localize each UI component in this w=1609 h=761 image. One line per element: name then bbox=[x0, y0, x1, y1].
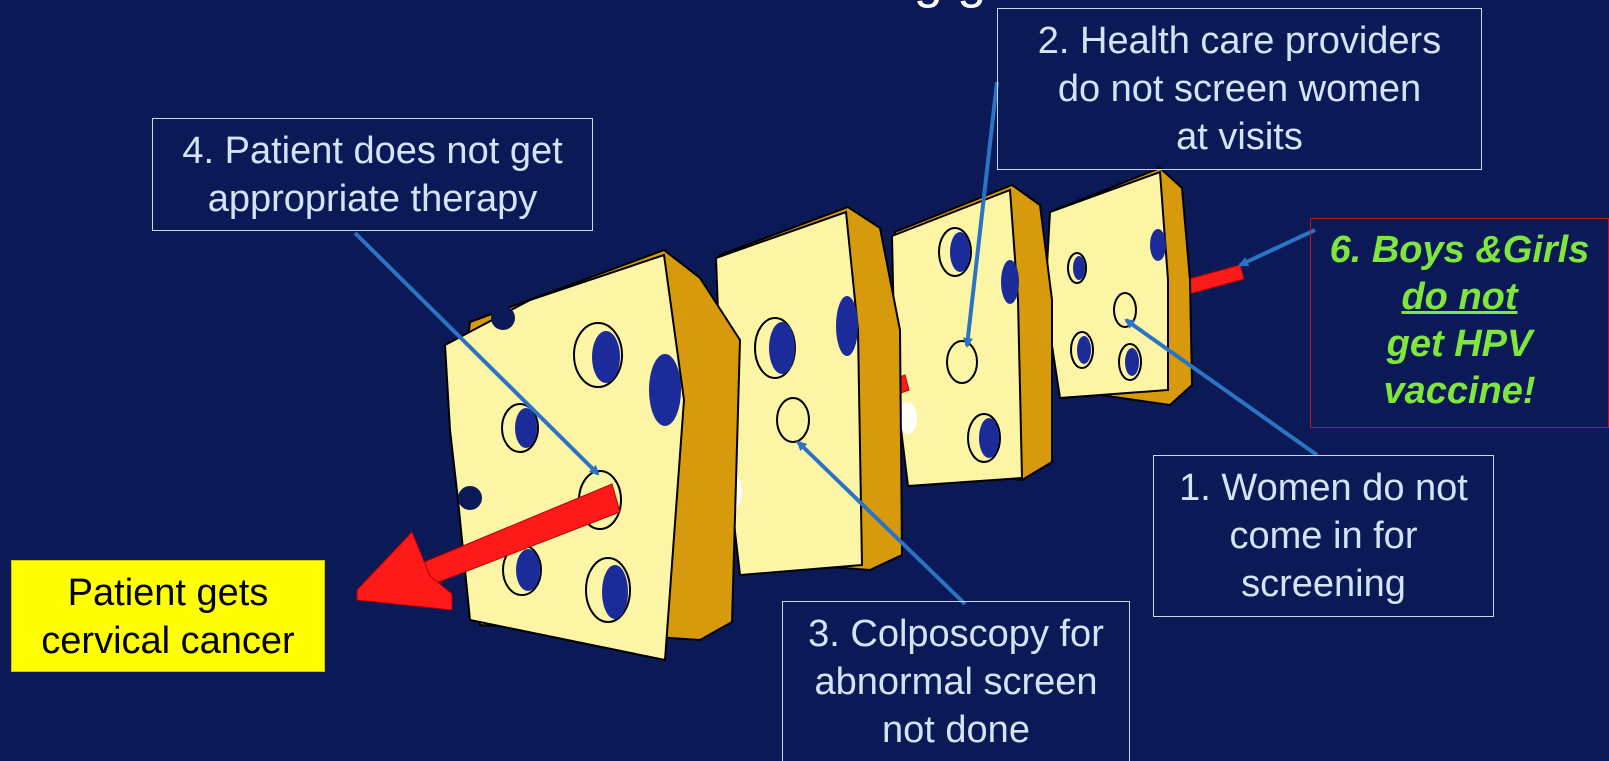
label-6-no-hpv-vaccine: 6. Boys &Girls do not get HPV vaccine! bbox=[1310, 218, 1609, 428]
cheese-slice-3 bbox=[716, 207, 902, 575]
label-3-line-3: not done bbox=[783, 706, 1129, 754]
outcome-cervical-cancer: Patient gets cervical cancer bbox=[11, 560, 325, 672]
label-1-line-1: 1. Women do not bbox=[1154, 464, 1493, 512]
label-4-line-2: appropriate therapy bbox=[153, 175, 592, 223]
label-2-providers-do-not-screen: 2. Health care providers do not screen w… bbox=[997, 8, 1482, 170]
label-4-line-1: 4. Patient does not get bbox=[153, 127, 592, 175]
label-6-line-4: vaccine! bbox=[1311, 368, 1608, 415]
label-6-line-3: get HPV bbox=[1311, 321, 1608, 368]
label-2-line-2: do not screen women bbox=[998, 65, 1481, 113]
label-6-line-2: do not bbox=[1311, 274, 1608, 321]
cheese-slice-4 bbox=[445, 250, 740, 660]
label-6-line-1: 6. Boys &Girls bbox=[1311, 227, 1608, 274]
label-3-line-1: 3. Colposcopy for bbox=[783, 610, 1129, 658]
cheese-slice-1 bbox=[1045, 168, 1192, 405]
label-2-line-3: at visits bbox=[998, 113, 1481, 161]
label-1-line-3: screening bbox=[1154, 560, 1493, 608]
label-2-line-1: 2. Health care providers bbox=[998, 17, 1481, 65]
outcome-line-1: Patient gets bbox=[12, 569, 324, 617]
label-4-no-therapy: 4. Patient does not get appropriate ther… bbox=[152, 118, 593, 231]
pointer-6 bbox=[1240, 230, 1315, 265]
cheese-slice-2 bbox=[892, 185, 1052, 486]
label-3-line-2: abnormal screen bbox=[783, 658, 1129, 706]
label-3-colposcopy-not-done: 3. Colposcopy for abnormal screen not do… bbox=[782, 601, 1130, 761]
outcome-line-2: cervical cancer bbox=[12, 617, 324, 665]
label-1-line-2: come in for bbox=[1154, 512, 1493, 560]
label-1-women-not-screened: 1. Women do not come in for screening bbox=[1153, 455, 1494, 617]
